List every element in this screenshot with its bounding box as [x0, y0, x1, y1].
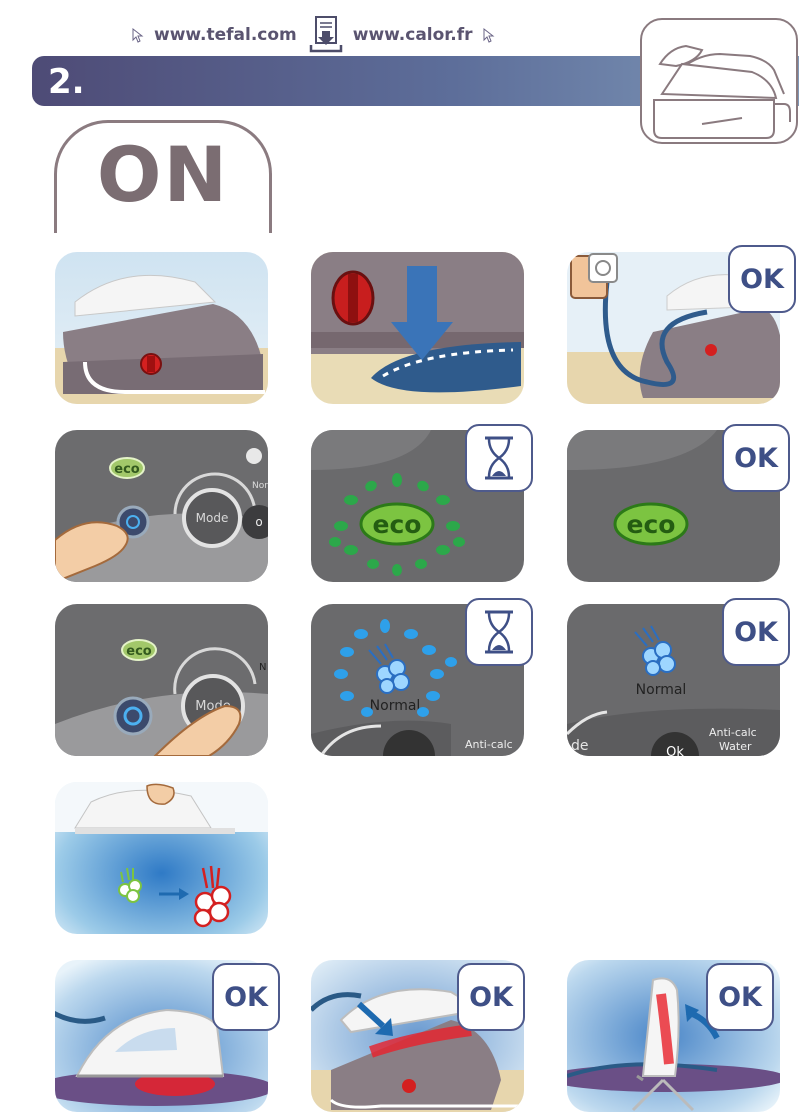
- ok-cut-label: Ok: [666, 745, 684, 756]
- hand-iron-illustration: [642, 20, 796, 142]
- ok-badge: OK: [457, 963, 525, 1031]
- hourglass-icon: [481, 609, 517, 655]
- ok-badge: OK: [728, 245, 796, 313]
- normal-label: Normal: [370, 698, 421, 714]
- calor-link[interactable]: www.calor.fr: [353, 25, 473, 45]
- wait-badge: [465, 424, 533, 492]
- step-press-power: eco Mode o Norma: [55, 430, 268, 582]
- eco-label: eco: [114, 462, 140, 477]
- cursor-icon: [481, 27, 497, 43]
- ok-badge: OK: [722, 424, 790, 492]
- step-press-mode: eco Mode N: [55, 604, 268, 756]
- tefal-link[interactable]: www.tefal.com: [154, 25, 297, 45]
- mode-label: Mode: [196, 511, 229, 525]
- eco-label: eco: [373, 510, 422, 539]
- ok-badge: OK: [706, 963, 774, 1031]
- step-generator-side: [55, 252, 268, 404]
- step-unwind-hose: [311, 252, 524, 404]
- normal-cut-label: Norma: [252, 481, 268, 491]
- section-title: ON: [54, 130, 272, 219]
- eco-label: eco: [126, 644, 152, 659]
- wait-badge: [465, 598, 533, 666]
- normal-cut-label: N: [259, 662, 266, 673]
- eco-label: eco: [627, 510, 676, 539]
- download-links-bar: www.tefal.com www.calor.fr: [130, 18, 550, 52]
- anticalc-label: Anti-calc: [465, 738, 513, 751]
- cursor-icon: [130, 27, 146, 43]
- water-label: Water: [719, 740, 752, 753]
- normal-label: Normal: [636, 682, 687, 698]
- ok-badge: OK: [212, 963, 280, 1031]
- step-number: 2.: [48, 60, 85, 104]
- anticalc-label: Anti-calc: [709, 726, 757, 739]
- hourglass-icon: [481, 435, 517, 481]
- ok-badge: OK: [722, 598, 790, 666]
- mode-cut-label: de: [571, 738, 589, 754]
- iron-thumbnail: [640, 18, 798, 144]
- download-icon[interactable]: [305, 15, 345, 55]
- ok-cut-label: o: [255, 515, 262, 529]
- step-steam-change: [55, 782, 268, 934]
